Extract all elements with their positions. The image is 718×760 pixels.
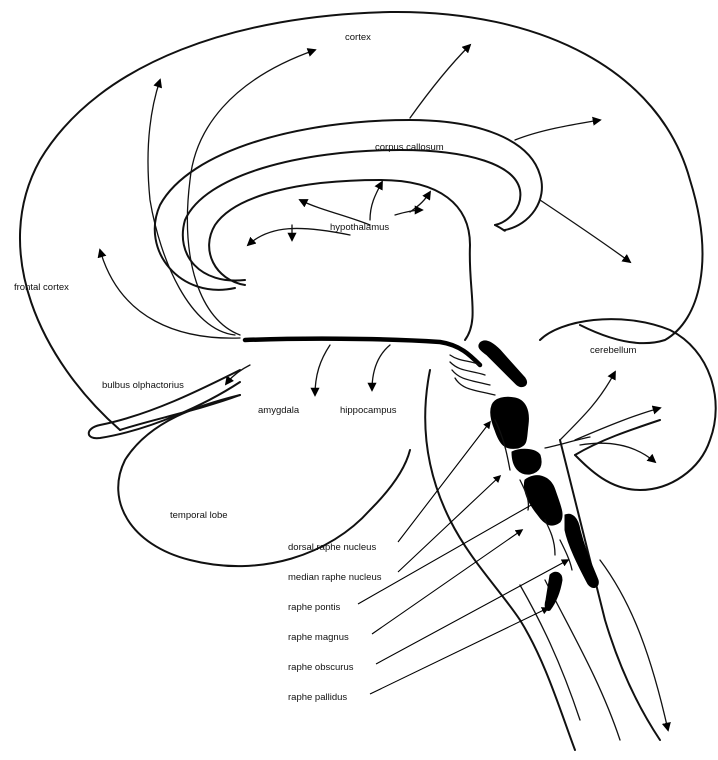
brainstem <box>425 370 668 750</box>
region-labels: cortex corpus callosum hypothalamus fron… <box>14 32 637 521</box>
label-temporal-lobe: temporal lobe <box>170 510 228 521</box>
label-raphe-pontis: raphe pontis <box>288 602 341 613</box>
leader-raphe-magnus <box>372 530 522 634</box>
label-cortex: cortex <box>345 32 371 43</box>
leader-raphe-pallidus <box>370 608 548 694</box>
median-raphe-block <box>512 449 541 474</box>
label-corpus-callosum: corpus callosum <box>375 142 444 153</box>
label-hippocampus: hippocampus <box>340 405 397 416</box>
raphe-pontis-block <box>524 476 562 525</box>
raphe-nuclei <box>479 341 598 611</box>
leader-dorsal-raphe <box>398 422 490 542</box>
hypothalamus-outline <box>209 180 473 340</box>
label-hypothalamus: hypothalamus <box>330 222 389 233</box>
raphe-obscurus-block <box>545 572 562 610</box>
label-raphe-obscurus: raphe obscurus <box>288 662 354 673</box>
projection-arrows <box>100 45 660 462</box>
nucleus-labels: dorsal raphe nucleus median raphe nucleu… <box>288 542 382 703</box>
main-projection-bundle <box>245 339 495 395</box>
label-dorsal-raphe-nucleus: dorsal raphe nucleus <box>288 542 376 553</box>
dorsal-raphe-nucleus-shape <box>479 341 527 387</box>
label-bulbus-olphactorius: bulbus olphactorius <box>102 380 184 391</box>
label-frontal-cortex: frontal cortex <box>14 282 69 293</box>
label-cerebellum: cerebellum <box>590 345 637 356</box>
label-raphe-pallidus: raphe pallidus <box>288 692 347 703</box>
label-median-raphe-nucleus: median raphe nucleus <box>288 572 382 583</box>
leader-raphe-pontis <box>358 500 540 604</box>
leader-median-raphe <box>398 476 500 572</box>
label-amygdala: amygdala <box>258 405 300 416</box>
corpus-callosum-shape <box>155 120 542 290</box>
label-raphe-magnus: raphe magnus <box>288 632 349 643</box>
brain-outline <box>20 12 702 566</box>
